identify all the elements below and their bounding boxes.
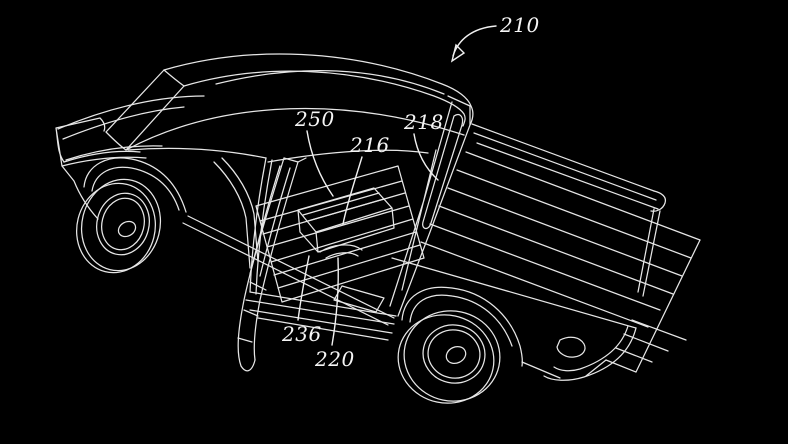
door-inner-edge: [253, 161, 299, 361]
bed-slat-lines: [420, 151, 701, 328]
bed-overhang-slats: [605, 319, 687, 373]
roof-front-corner: [163, 69, 185, 87]
floor-boundary: [255, 165, 425, 303]
nose-outline: [55, 117, 106, 220]
pillar-edges: [389, 95, 471, 317]
front-rim-inner: [101, 197, 145, 251]
rear-fender-arch: [401, 286, 524, 367]
leader-220: [331, 257, 339, 346]
truck-body: [55, 53, 701, 404]
roof-outer-edge: [163, 53, 474, 126]
console-handle: [319, 244, 363, 259]
rear-bumper-corner-slot: [556, 336, 586, 358]
rear-wheel: [397, 310, 501, 404]
windshield-edges: [105, 69, 185, 151]
front-wheel: [75, 178, 162, 274]
rear-rim-inner: [427, 329, 481, 379]
ref-label-rear-pillar: 218: [403, 110, 444, 134]
ref-label-sill-lower: 220: [314, 347, 355, 371]
front-tire-outer: [80, 178, 162, 272]
roof-inner-edge: [183, 70, 466, 127]
doorway-top-edge: [267, 149, 429, 163]
roof: [125, 53, 474, 151]
ref-label-vehicle: 210: [499, 13, 540, 37]
door-outer-edge: [237, 157, 285, 372]
rear-bumper-inner: [553, 325, 629, 372]
leader-210: [452, 25, 497, 57]
arrowhead-210: [450, 43, 466, 63]
bed-side: [182, 215, 637, 379]
bed-slats: [420, 151, 701, 377]
roof-panel-seam: [215, 70, 445, 95]
open-door: [237, 157, 307, 372]
console-box: [297, 187, 395, 253]
front-tire-sidewall: [75, 182, 157, 274]
rear-tire-sidewall: [397, 314, 495, 404]
floor-console: [297, 187, 395, 259]
leader-216: [342, 156, 363, 225]
bed-rail: [471, 123, 659, 210]
reference-numerals: 210 250 216 218 236 220: [281, 13, 540, 371]
roof-drip-rail: [125, 107, 465, 151]
front-end: [55, 95, 267, 220]
interior-floor: [255, 165, 425, 303]
rear-hub: [445, 345, 467, 365]
leader-lines: [297, 25, 497, 346]
tailgate-cap: [650, 190, 667, 212]
leader-218: [413, 133, 439, 181]
door-hinge: [283, 157, 307, 163]
rear-tire-outer: [403, 310, 501, 402]
sill-rails: [245, 291, 397, 341]
hood-creases: [57, 95, 205, 161]
front-bumper: [61, 150, 147, 167]
belt-shoulder-line: [127, 147, 267, 159]
door-frame-lines: [249, 165, 291, 277]
windshield: [105, 69, 185, 151]
ref-label-door-sill: 236: [281, 322, 322, 346]
ref-label-floor-console: 216: [349, 133, 390, 157]
doorway-front-edge: [249, 157, 273, 295]
front-rim-outer: [96, 192, 150, 256]
front-hub: [117, 220, 137, 238]
door-sill: [245, 285, 397, 341]
tailgate-edge: [637, 208, 661, 297]
tailgate: [637, 190, 667, 297]
sill-step: [333, 285, 385, 313]
rear-rim-outer: [422, 324, 486, 384]
leader-236: [297, 255, 310, 321]
ref-label-interior-floor: 250: [294, 107, 335, 131]
bed-side-top-edge: [391, 257, 637, 329]
rear-bumper-outer: [543, 327, 637, 381]
pillar-slot: [422, 113, 464, 230]
floor-slats: [259, 180, 421, 289]
front-fender-arch: [83, 157, 187, 213]
dashboard-edge: [213, 157, 259, 269]
rocker-panel-lines: [182, 215, 561, 379]
door-cross-lines: [237, 281, 267, 343]
bed-slat-cut-edge: [585, 239, 701, 377]
rear-pillar: [389, 95, 471, 317]
leader-250: [306, 130, 334, 197]
rear-bumper: [543, 325, 637, 381]
